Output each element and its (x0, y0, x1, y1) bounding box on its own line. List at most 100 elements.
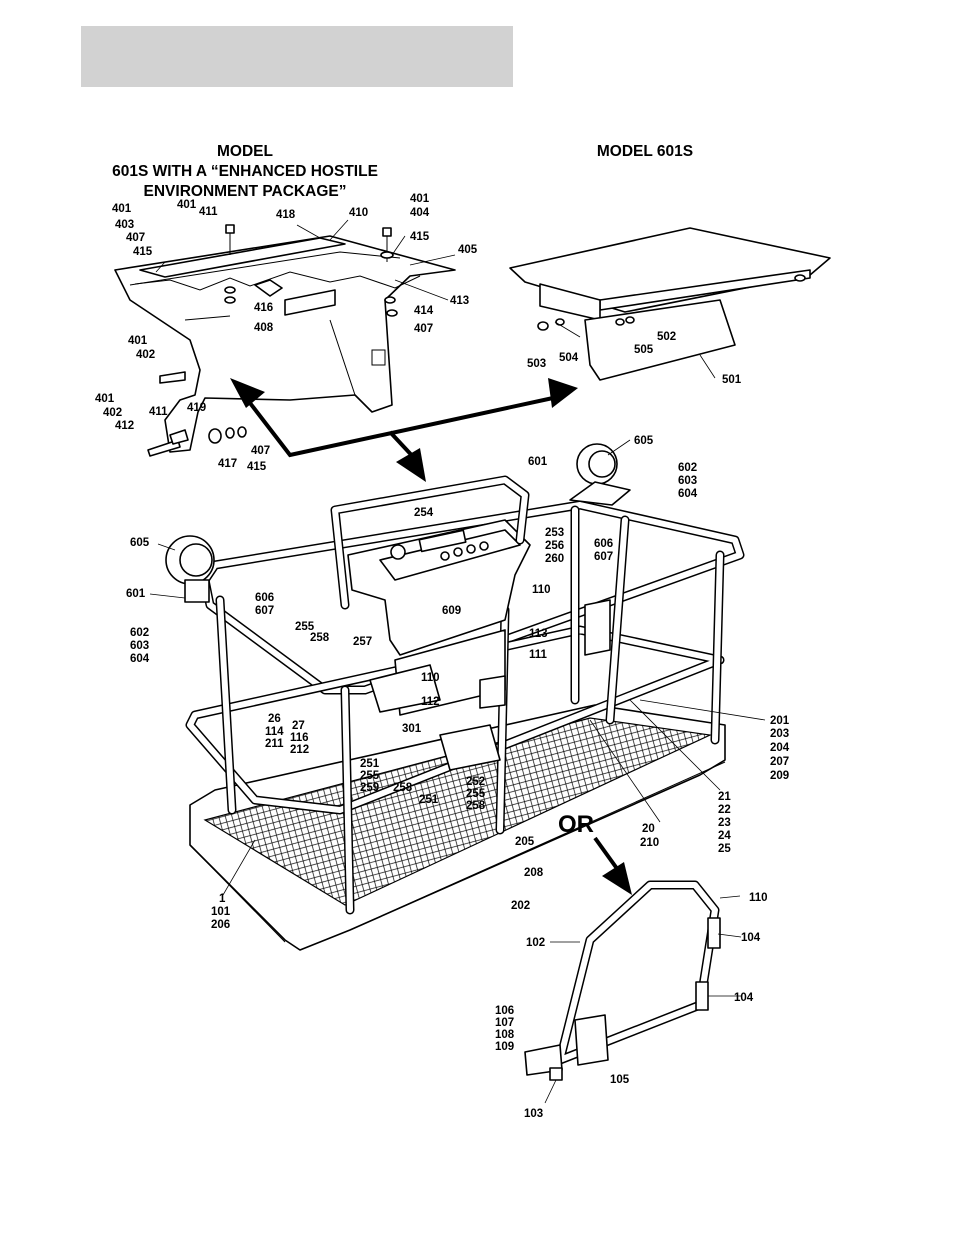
callout-label: 403 (115, 219, 134, 231)
callout-label: 607 (255, 605, 274, 617)
callout-label: 609 (442, 605, 461, 617)
callout-label: 27 (292, 720, 305, 732)
callout-label: 110 (749, 892, 768, 904)
title-enhanced-hostile-model: MODEL 601S WITH A “ENHANCED HOSTILE ENVI… (80, 142, 410, 202)
work-lights (165, 443, 631, 603)
callout-label: 260 (545, 553, 564, 565)
callout-label: 505 (634, 344, 654, 356)
callout-label: 1 (219, 893, 226, 905)
callout-label: 607 (594, 551, 613, 563)
callout-label: 604 (678, 488, 698, 500)
callout-label: 401 (128, 335, 148, 347)
callout-label: 101 (211, 906, 231, 918)
callout-label: 301 (402, 723, 422, 735)
callout-label: 204 (770, 742, 790, 754)
callout-label: 415 (133, 246, 153, 258)
callout-label: 416 (254, 302, 273, 314)
callout-label: 411 (199, 206, 218, 218)
callout-label: 255 (295, 621, 315, 633)
callout-label: 410 (349, 207, 368, 219)
callout-label: 21 (718, 791, 731, 803)
callout-label: 208 (524, 867, 544, 879)
callout-label: 205 (515, 836, 535, 848)
title-right-text: MODEL 601S (596, 143, 694, 160)
callout-label: 402 (103, 407, 122, 419)
callout-label: 110 (532, 584, 551, 596)
callout-label: 111 (529, 649, 548, 661)
callout-label: 417 (218, 458, 237, 470)
swing-gate (524, 880, 721, 1081)
title-model-601s: MODEL 601S (560, 142, 730, 162)
callout-label: 603 (678, 475, 697, 487)
callout-label: 504 (559, 352, 579, 364)
callout-label: 413 (450, 295, 469, 307)
callout-label: 602 (130, 627, 149, 639)
callout-label: 606 (255, 592, 274, 604)
callout-label: 414 (414, 305, 434, 317)
callout-label: 203 (770, 728, 789, 740)
callout-label: 25 (718, 843, 731, 855)
callout-label: 602 (678, 462, 697, 474)
callout-labels: 401 401 403 407 415 411 418 410 401 404 … (95, 193, 790, 1120)
callout-label: 418 (276, 209, 296, 221)
header-band (81, 26, 513, 87)
leader-lines (149, 219, 766, 1104)
callout-label: 102 (526, 937, 545, 949)
hostile-cover-hardware (147, 224, 398, 457)
callout-label: 113 (529, 628, 548, 640)
platform-floor (189, 704, 726, 951)
callout-label: 251 (419, 794, 439, 806)
callout-label: 415 (247, 461, 267, 473)
callout-label: 501 (722, 374, 742, 386)
callout-label: 401 (410, 193, 430, 205)
callout-label: 503 (527, 358, 546, 370)
callout-label: 209 (770, 770, 789, 782)
callout-label: 26 (268, 713, 281, 725)
callout-label: 603 (130, 640, 149, 652)
or-label: OR (558, 811, 594, 838)
callout-label: 252 (466, 776, 485, 788)
callout-label: 20 (642, 823, 655, 835)
callout-label: 601 (528, 456, 548, 468)
callout-label: 110 (421, 672, 440, 684)
callout-label: 104 (734, 992, 754, 1004)
callout-label: 411 (149, 406, 168, 418)
callout-label: 206 (211, 919, 230, 931)
callout-label: 402 (136, 349, 155, 361)
callout-label: 415 (410, 231, 430, 243)
callout-label: 605 (130, 537, 150, 549)
callout-label: 114 (265, 726, 284, 738)
callout-label: 408 (254, 322, 274, 334)
callout-label: 604 (130, 653, 150, 665)
callout-label: 109 (495, 1041, 514, 1053)
callout-label: 419 (187, 402, 206, 414)
callout-label: 107 (495, 1017, 514, 1029)
callout-label: 22 (718, 804, 731, 816)
callout-label: 401 (177, 199, 197, 211)
callout-label: 502 (657, 331, 676, 343)
callout-label: 202 (511, 900, 530, 912)
callout-label: 212 (290, 744, 309, 756)
callout-label: 116 (290, 732, 309, 744)
callout-label: 412 (115, 420, 134, 432)
callout-label: 257 (353, 636, 372, 648)
callout-label: 106 (495, 1005, 514, 1017)
callout-label: 201 (770, 715, 790, 727)
callout-label: 258 (393, 782, 413, 794)
callout-label: 211 (265, 738, 284, 750)
callout-label: 108 (495, 1029, 515, 1041)
callout-label: 256 (545, 540, 564, 552)
callout-label: 207 (770, 756, 789, 768)
standard-cover (509, 227, 831, 381)
callout-label: 407 (414, 323, 433, 335)
callout-label: 258 (310, 632, 330, 644)
callout-label: 104 (741, 932, 761, 944)
callout-label: 112 (421, 696, 440, 708)
callout-label: 605 (634, 435, 654, 447)
callout-label: 407 (251, 445, 270, 457)
callout-label: 210 (640, 837, 659, 849)
control-box (330, 475, 611, 771)
title-left-line1: MODEL (217, 143, 273, 160)
hostile-cover (114, 235, 456, 453)
callout-label: 606 (594, 538, 613, 550)
